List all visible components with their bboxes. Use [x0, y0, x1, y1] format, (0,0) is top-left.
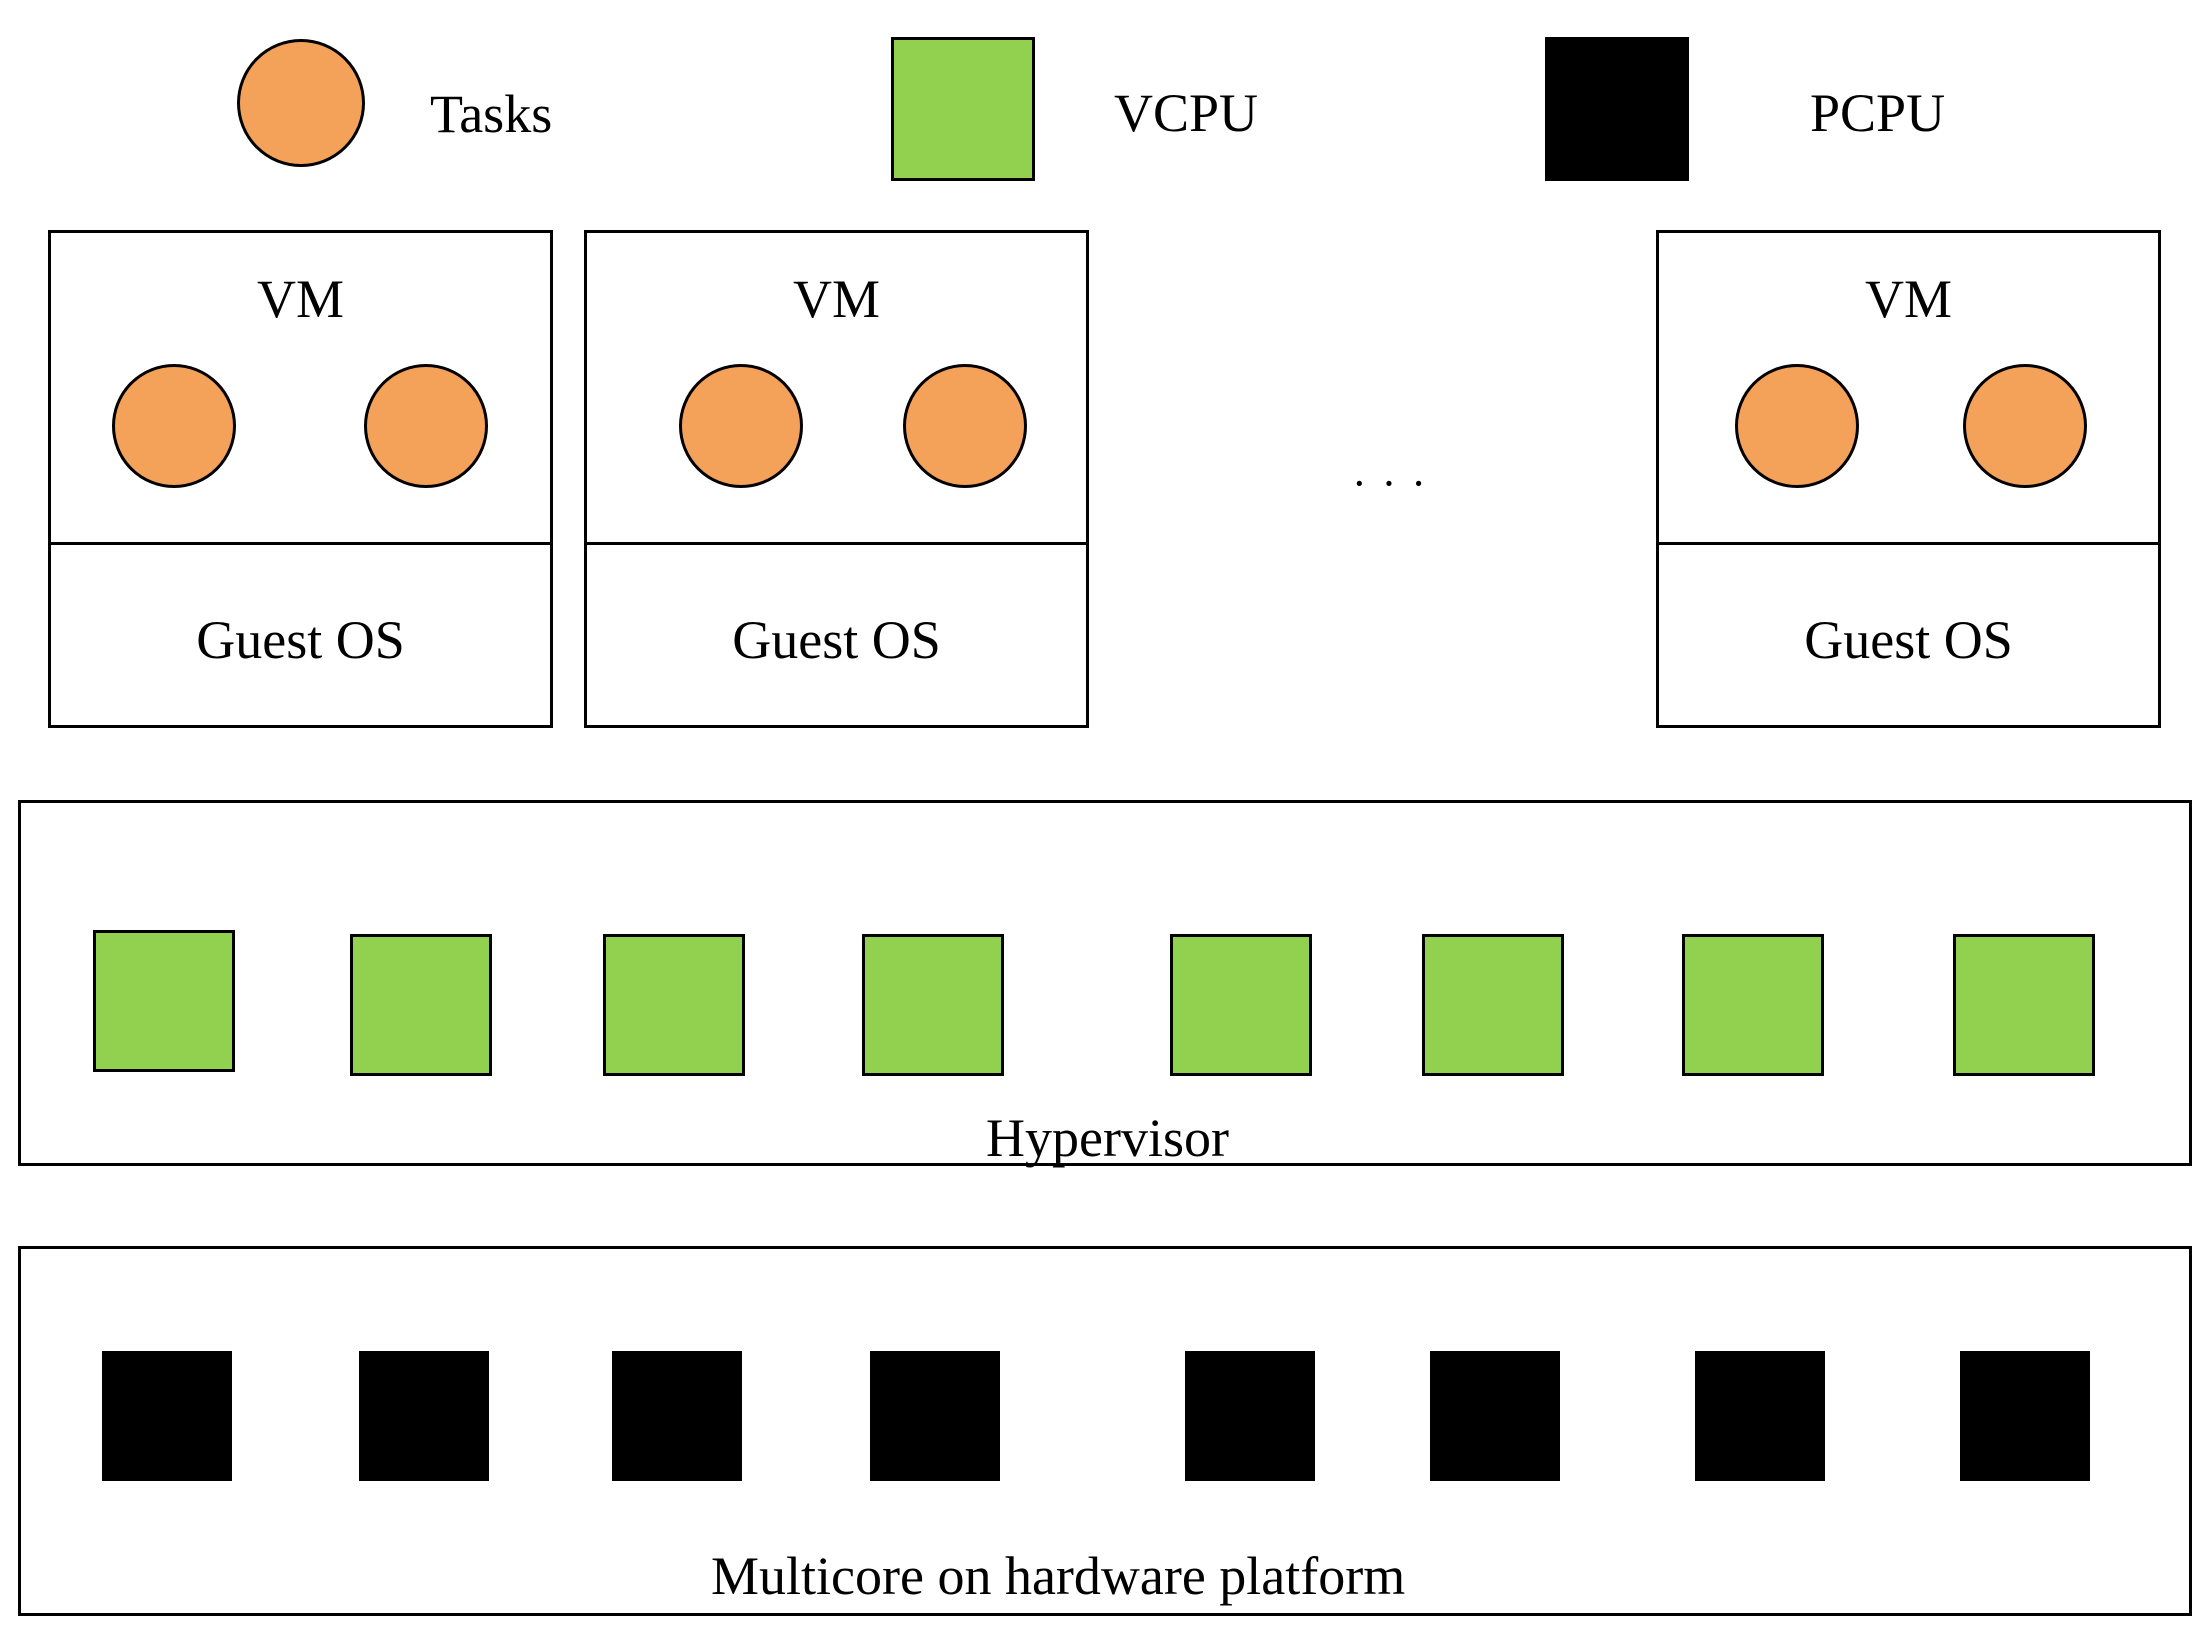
task-icon	[1963, 364, 2087, 488]
legend-vcpu-label: VCPU	[1114, 83, 1259, 143]
task-icon	[903, 364, 1027, 488]
vcpu-icon	[1953, 934, 2095, 1076]
legend-tasks-label: Tasks	[430, 84, 553, 144]
vm-box-3: VM Guest OS	[1656, 230, 2161, 728]
vcpu-icon	[93, 930, 235, 1072]
pcpu-icon	[612, 1351, 742, 1481]
vcpu-icon	[862, 934, 1004, 1076]
hypervisor-layer: Hypervisor	[18, 800, 2192, 1166]
guest-os-label: Guest OS	[196, 610, 405, 670]
guest-os-label: Guest OS	[1804, 610, 2013, 670]
vm-title: VM	[256, 269, 344, 329]
vm-divider	[51, 542, 550, 545]
legend-vcpu-icon	[891, 37, 1035, 181]
vm-divider	[587, 542, 1086, 545]
task-icon	[679, 364, 803, 488]
guest-os-label: Guest OS	[732, 610, 941, 670]
pcpu-icon	[1695, 1351, 1825, 1481]
hardware-layer: Multicore on hardware platform	[18, 1246, 2192, 1616]
vcpu-icon	[1170, 934, 1312, 1076]
pcpu-icon	[870, 1351, 1000, 1481]
task-icon	[1735, 364, 1859, 488]
pcpu-icon	[1960, 1351, 2090, 1481]
vcpu-icon	[603, 934, 745, 1076]
vcpu-icon	[350, 934, 492, 1076]
vcpu-icon	[1422, 934, 1564, 1076]
pcpu-icon	[1185, 1351, 1315, 1481]
vm-title: VM	[792, 269, 880, 329]
pcpu-icon	[102, 1351, 232, 1481]
vcpu-icon	[1682, 934, 1824, 1076]
legend-pcpu-icon	[1545, 37, 1689, 181]
vm-box-1: VM Guest OS	[48, 230, 553, 728]
legend-task-icon	[237, 39, 365, 167]
task-icon	[112, 364, 236, 488]
vm-title: VM	[1864, 269, 1952, 329]
hardware-label: Multicore on hardware platform	[711, 1546, 1406, 1606]
task-icon	[364, 364, 488, 488]
hypervisor-label: Hypervisor	[986, 1108, 1229, 1168]
legend-pcpu-label: PCPU	[1810, 83, 1946, 143]
vm-divider	[1659, 542, 2158, 545]
pcpu-icon	[1430, 1351, 1560, 1481]
ellipsis: · · ·	[1352, 459, 1428, 508]
pcpu-icon	[359, 1351, 489, 1481]
vm-box-2: VM Guest OS	[584, 230, 1089, 728]
